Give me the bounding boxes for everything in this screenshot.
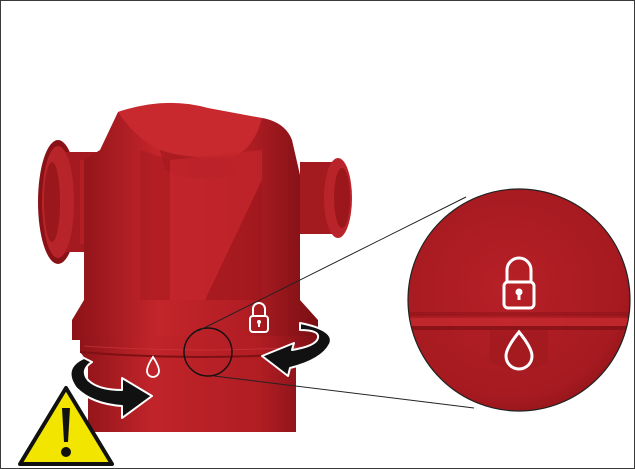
curved-arrow-left-icon xyxy=(261,322,332,377)
water-drop-icon-large xyxy=(504,329,534,371)
zoom-connector-lines xyxy=(197,196,475,409)
housing-bowl xyxy=(80,336,320,432)
padlock-icon xyxy=(249,302,269,333)
filter-housing xyxy=(38,102,352,432)
zoom-source-circle xyxy=(183,327,233,377)
curved-arrow-right-icon xyxy=(69,357,153,419)
warning-triangle-icon xyxy=(18,386,114,466)
water-drop-icon xyxy=(146,355,160,378)
right-port xyxy=(300,158,352,238)
zoom-detail-circle xyxy=(407,188,631,412)
padlock-icon-large xyxy=(502,256,536,310)
